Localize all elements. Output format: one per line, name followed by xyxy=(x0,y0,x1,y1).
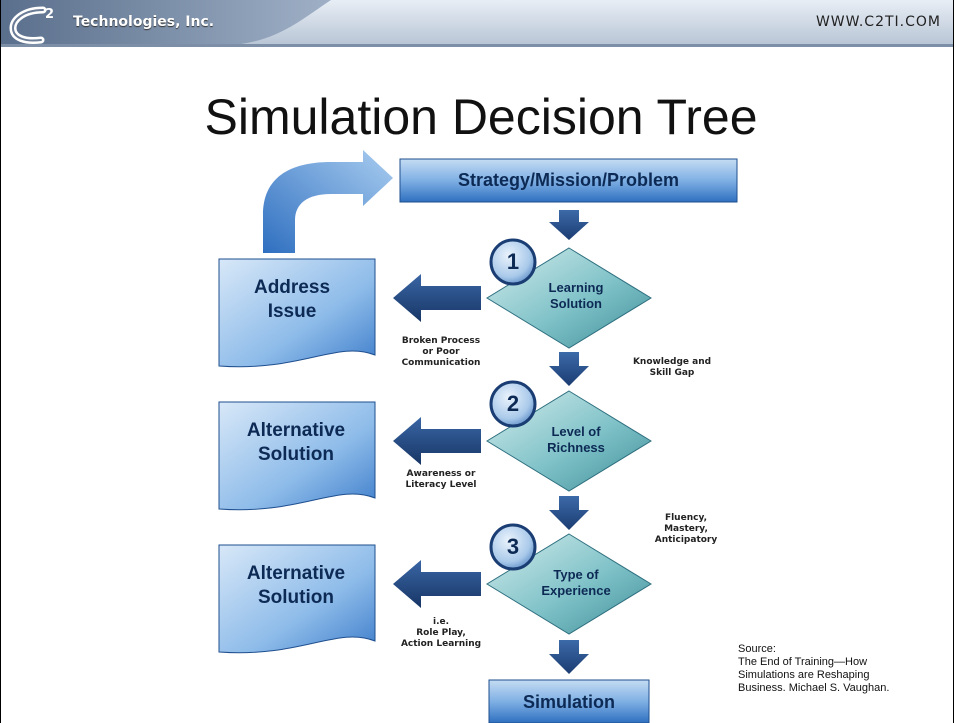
left-condition-3-line1: i.e. xyxy=(432,617,450,627)
decision-label-2: Level of Richness xyxy=(521,424,631,456)
left-arrow-2 xyxy=(393,417,481,465)
bottom-box-label: Simulation xyxy=(522,692,615,712)
source-line1: Source: xyxy=(738,643,776,655)
decision-label-3-line2: Experience xyxy=(541,583,611,598)
header-banner: 2 Technologies, Inc. WWW.C2TI.COM xyxy=(1,0,953,48)
top-box-shape xyxy=(399,158,738,203)
down-arrow-4 xyxy=(549,640,589,674)
number-circle-3 xyxy=(489,523,537,571)
decision-label-3-line1: Type of xyxy=(553,567,599,582)
side-box-label-3: Alternative Solution xyxy=(223,562,369,610)
right-condition-2-line2: Mastery, xyxy=(664,524,708,534)
right-condition-2-line3: Anticipatory xyxy=(654,535,718,545)
company-name: Technologies, Inc. xyxy=(73,14,215,30)
left-arrow-3 xyxy=(393,560,481,608)
side-box-label-2-line2: Solution xyxy=(258,444,334,465)
right-condition-1-line1: Knowledge and xyxy=(632,357,712,367)
right-condition-2-line1: Fluency, xyxy=(664,513,708,523)
side-box-label-1-line2: Issue xyxy=(267,301,317,322)
company-logo: 2 xyxy=(9,6,54,44)
side-box-shape-1 xyxy=(218,258,376,368)
decision-number-3: 3 xyxy=(506,534,520,559)
left-condition-2-line2: Literacy Level xyxy=(405,480,477,490)
left-condition-1-line1: Broken Process xyxy=(401,336,481,346)
left-condition-2-line1: Awareness or xyxy=(406,469,476,479)
return-curved-arrow xyxy=(263,150,393,253)
side-box-label-1: Address Issue xyxy=(227,276,357,324)
decision-label-2-line1: Level of xyxy=(551,424,601,439)
source-citation: Source: The End of Training—How Simulati… xyxy=(738,643,889,695)
side-box-label-1-line1: Address xyxy=(253,277,331,298)
decision-number-1: 1 xyxy=(506,249,520,274)
down-arrow-1 xyxy=(549,210,589,240)
slide-title: Simulation Decision Tree xyxy=(204,89,758,145)
down-arrow-3 xyxy=(549,496,589,530)
decision-label-2-line2: Richness xyxy=(547,440,605,455)
source-line4: Business. Michael S. Vaughan. xyxy=(738,682,890,694)
svg-text:2: 2 xyxy=(45,7,54,22)
website-url[interactable]: WWW.C2TI.COM xyxy=(815,14,941,30)
header-background xyxy=(1,0,953,47)
left-condition-2: Awareness or Literacy Level xyxy=(399,469,483,491)
left-condition-3: i.e. Role Play, Action Learning xyxy=(399,617,483,650)
source-line2: The End of Training—How xyxy=(738,656,868,668)
left-condition-3-line2: Role Play, xyxy=(416,628,466,638)
decision-label-1-line2: Solution xyxy=(550,296,602,311)
bottom-box-shape xyxy=(488,679,650,723)
source-line3: Simulations are Reshaping xyxy=(738,669,870,681)
side-box-label-3-line2: Solution xyxy=(258,587,334,608)
decision-label-1: Learning Solution xyxy=(521,280,631,312)
right-condition-1: Knowledge and Skill Gap xyxy=(627,357,717,379)
side-box-label-2-line1: Alternative xyxy=(246,420,346,441)
side-box-label-3-line1: Alternative xyxy=(246,563,346,584)
left-condition-1-line2: or Poor xyxy=(422,347,460,357)
side-box-shape-2 xyxy=(218,401,376,511)
decision-label-1-line1: Learning xyxy=(548,280,604,295)
left-arrow-1 xyxy=(393,274,481,322)
number-circle-2 xyxy=(489,380,537,428)
down-arrow-2 xyxy=(549,352,589,386)
number-circle-1 xyxy=(489,238,537,286)
decision-number-2: 2 xyxy=(506,391,520,416)
left-condition-1: Broken Process or Poor Communication xyxy=(399,336,483,369)
left-condition-1-line3: Communication xyxy=(401,358,481,368)
top-box-label: Strategy/Mission/Problem xyxy=(457,170,680,190)
decision-label-3: Type of Experience xyxy=(521,567,631,599)
right-condition-2: Fluency, Mastery, Anticipatory xyxy=(641,513,731,546)
side-box-shape-3 xyxy=(218,544,376,654)
right-condition-1-line2: Skill Gap xyxy=(649,368,695,378)
side-box-label-2: Alternative Solution xyxy=(223,419,369,467)
left-condition-3-line3: Action Learning xyxy=(400,639,482,649)
